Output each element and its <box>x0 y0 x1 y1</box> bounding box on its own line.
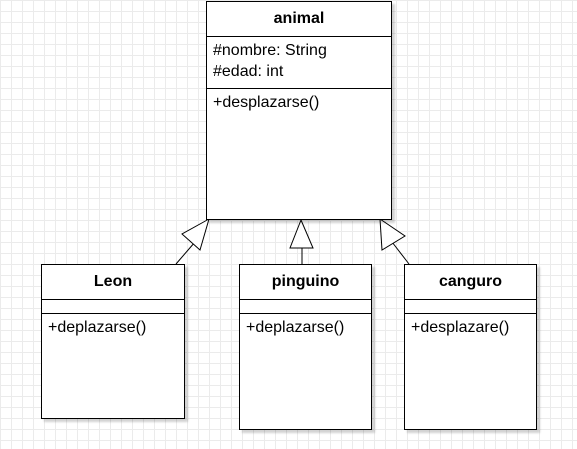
class-name: Leon <box>42 265 184 300</box>
class-name: pinguino <box>240 265 371 300</box>
class-canguro[interactable]: canguro +desplazare() <box>404 264 537 430</box>
class-methods: +deplazarse() <box>42 314 184 418</box>
method: +desplazare() <box>411 319 510 336</box>
generalization-leon-animal <box>175 217 210 265</box>
class-methods: +deplazarse() <box>240 314 371 429</box>
generalization-canguro-animal <box>379 218 410 265</box>
class-attributes <box>405 300 536 314</box>
class-name: canguro <box>405 265 536 300</box>
class-animal[interactable]: animal #nombre: String #edad: int +despl… <box>206 1 392 220</box>
attribute: #edad: int <box>213 63 284 80</box>
class-name: animal <box>207 2 391 37</box>
generalization-arrowhead <box>289 218 314 249</box>
class-methods: +desplazarse() <box>207 89 391 219</box>
attribute: #nombre: String <box>213 42 327 59</box>
class-leon[interactable]: Leon +deplazarse() <box>41 264 185 419</box>
method: +deplazarse() <box>246 319 345 336</box>
method: +desplazarse() <box>213 94 320 111</box>
class-attributes <box>240 300 371 314</box>
method: +deplazarse() <box>48 319 147 336</box>
generalization-pinguino-animal <box>289 218 314 264</box>
generalization-arrowhead <box>181 217 210 251</box>
generalization-arrowhead <box>379 218 406 251</box>
class-pinguino[interactable]: pinguino +deplazarse() <box>239 264 372 430</box>
class-methods: +desplazare() <box>405 314 536 429</box>
class-attributes <box>42 300 184 314</box>
class-attributes: #nombre: String #edad: int <box>207 37 391 89</box>
